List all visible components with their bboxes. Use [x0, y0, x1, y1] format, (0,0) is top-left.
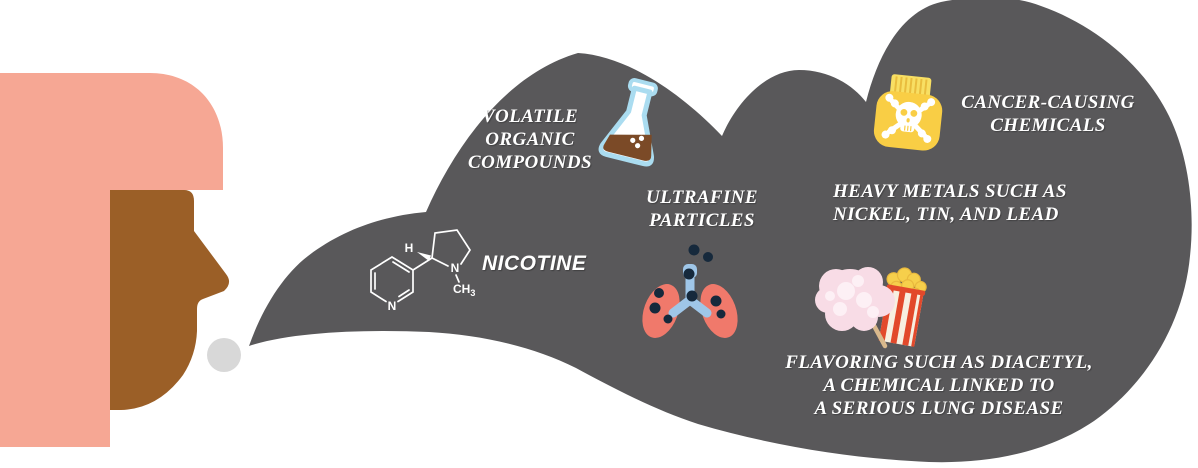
face-shape — [110, 190, 230, 410]
atom-label-n-pyrrolidine: N — [451, 261, 460, 275]
voc-line-1: VOLATILE — [481, 106, 579, 127]
poison-jar-icon — [873, 74, 943, 151]
breath-dot — [207, 338, 241, 372]
ultrafine-label: ULTRAFINE PARTICLES — [622, 186, 782, 232]
cancer-label: CANCER-CAUSING CHEMICALS — [938, 91, 1158, 137]
atom-label-h: H — [405, 241, 414, 255]
nicotine-label: NICOTINE — [482, 252, 587, 275]
hair-shape — [0, 73, 223, 447]
skull-crossbones — [881, 93, 936, 143]
flavoring-line-3: A SERIOUS LUNG DISEASE — [814, 398, 1064, 419]
flavoring-label: FLAVORING SUCH AS DIACETYL, A CHEMICAL L… — [778, 351, 1100, 420]
heavy-metals-line-1: HEAVY METALS SUCH AS — [833, 181, 1067, 202]
thought-cloud — [249, 0, 1192, 463]
atom-label-methyl: CH3 — [453, 282, 475, 298]
person-profile — [0, 73, 241, 447]
cancer-line-1: CANCER-CAUSING — [961, 92, 1135, 113]
flask-icon — [598, 78, 658, 167]
particles — [649, 244, 726, 324]
lungs-icon — [642, 244, 738, 338]
voc-line-3: COMPOUNDS — [468, 152, 592, 173]
voc-line-2: ORGANIC — [485, 129, 575, 150]
flavoring-line-1: FLAVORING SUCH AS DIACETYL, — [785, 352, 1093, 373]
ultrafine-line-2: PARTICLES — [649, 210, 755, 231]
cancer-line-2: CHEMICALS — [990, 115, 1106, 136]
voc-label: VOLATILE ORGANIC COMPOUNDS — [445, 105, 615, 174]
nicotine-molecule-icon: H N N CH3 — [370, 229, 475, 313]
heavy-metals-line-2: NICKEL, TIN, AND LEAD — [833, 204, 1059, 225]
heavy-metals-label: HEAVY METALS SUCH AS NICKEL, TIN, AND LE… — [833, 180, 1093, 226]
atom-label-n-pyridine: N — [388, 299, 397, 313]
ultrafine-line-1: ULTRAFINE — [646, 187, 758, 208]
flavoring-line-2: A CHEMICAL LINKED TO — [823, 375, 1055, 396]
cotton-candy-icon — [815, 267, 895, 349]
